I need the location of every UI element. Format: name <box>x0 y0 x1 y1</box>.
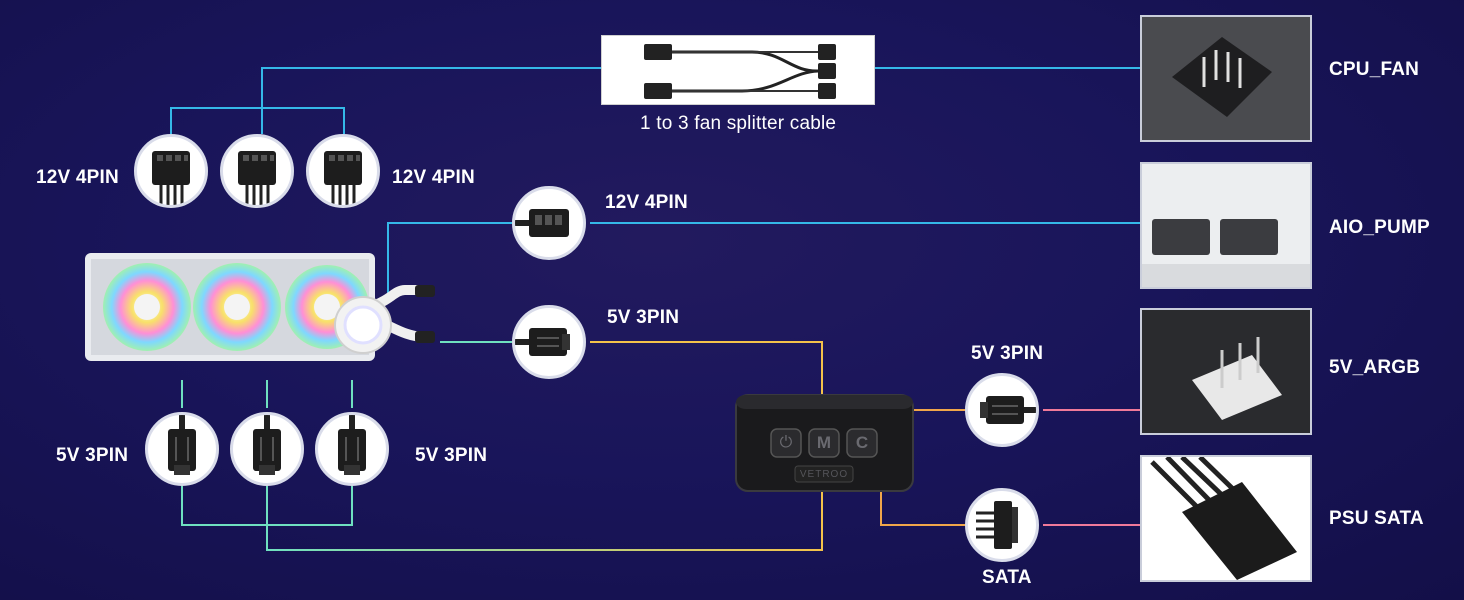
argb-header-photo <box>1140 308 1312 435</box>
argb-header-label: 5V_ARGB <box>1329 357 1421 378</box>
wire-hub-sata <box>880 492 1140 526</box>
wire-pump <box>387 222 1140 298</box>
fan2-4pin-connector-icon <box>220 134 294 208</box>
wire-argb-main <box>440 341 823 394</box>
argb-5v-label: 5V 3PIN <box>607 307 680 328</box>
fan-left-12v-label: 12V 4PIN <box>36 167 119 188</box>
fan-splitter-cable-image <box>601 35 875 105</box>
hub-color-button[interactable]: C <box>855 433 869 452</box>
pump-argb-3pin-connector-icon <box>512 305 586 379</box>
fan2-argb-3pin-connector-icon <box>230 412 304 486</box>
fan1-argb-3pin-connector-icon <box>145 412 219 486</box>
wire-fan-splitter <box>170 67 1140 134</box>
splitter-caption: 1 to 3 fan splitter cable <box>640 113 837 134</box>
psu-sata-photo <box>1140 455 1312 582</box>
argb-right-5v-label: 5V 3PIN <box>415 445 488 466</box>
cpu-fan-header-label: CPU_FAN <box>1329 59 1420 80</box>
psu-sata-label: PSU SATA <box>1329 508 1424 529</box>
sata-connector-icon <box>965 488 1039 562</box>
hub-mode-button[interactable]: M <box>816 433 832 452</box>
hub-power-button[interactable]: ⏻ <box>779 434 793 451</box>
fan3-argb-3pin-connector-icon <box>315 412 389 486</box>
fan-right-12v-label: 12V 4PIN <box>392 167 475 188</box>
fan3-4pin-connector-icon <box>306 134 380 208</box>
cpu-fan-header-photo <box>1140 15 1312 142</box>
pump-4pin-connector-icon <box>512 186 586 260</box>
sata-label: SATA <box>982 567 1032 588</box>
aio-pump-header-label: AIO_PUMP <box>1329 217 1430 238</box>
rgb-controller-hub <box>735 394 914 492</box>
pump-12v-label: 12V 4PIN <box>605 192 688 213</box>
wire-fan-argb <box>181 380 823 551</box>
aio-radiator-image <box>85 245 440 370</box>
hub-argb-3pin-connector-icon <box>965 373 1039 447</box>
fan1-4pin-connector-icon <box>134 134 208 208</box>
argb-left-5v-label: 5V 3PIN <box>56 445 129 466</box>
hub-argb-5v-label: 5V 3PIN <box>971 343 1044 364</box>
hub-brand: VETROO <box>799 469 849 480</box>
aio-pump-header-photo <box>1140 162 1312 289</box>
